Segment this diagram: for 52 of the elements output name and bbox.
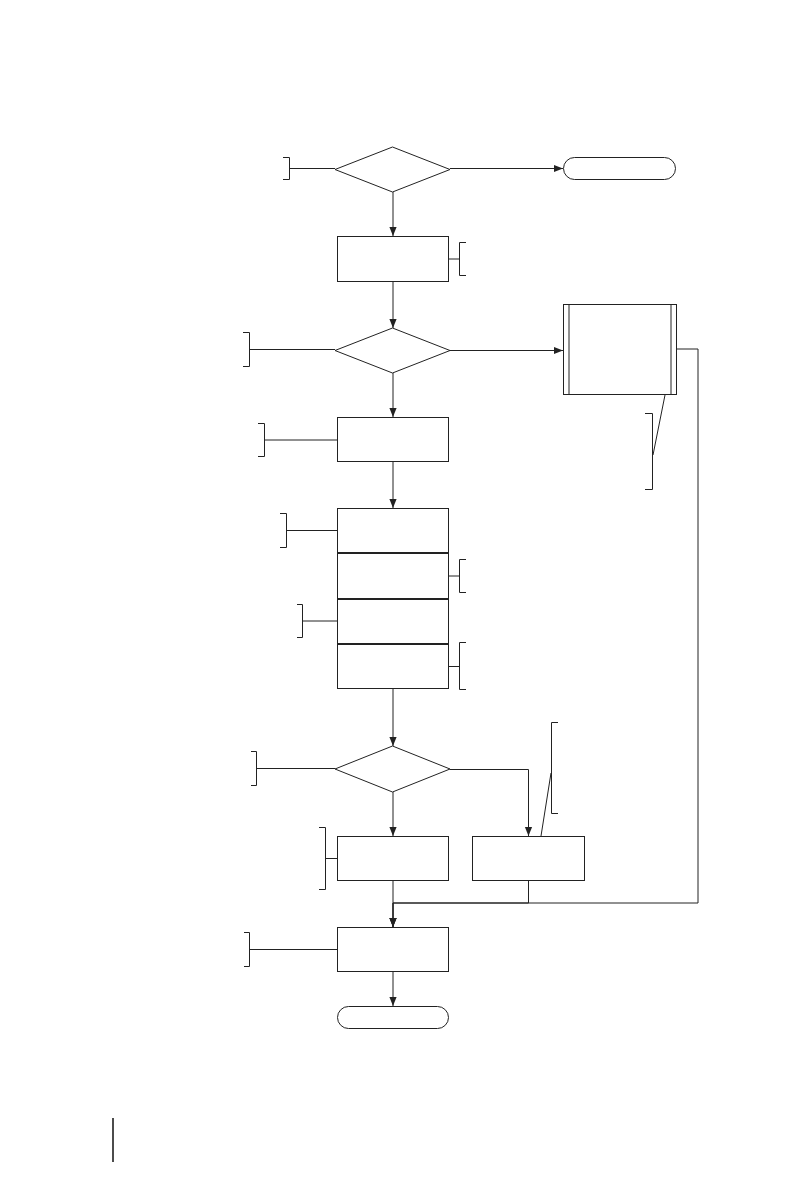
arrow — [389, 791, 397, 837]
annotation-bracket — [645, 413, 653, 490]
leader-line — [540, 772, 552, 837]
process-box — [337, 599, 449, 644]
arrow — [389, 281, 397, 329]
decision-diamond — [335, 746, 450, 792]
leader-line — [302, 620, 338, 622]
terminator-pill — [563, 157, 676, 180]
process-box — [337, 553, 449, 599]
process-box — [337, 836, 449, 881]
arrow — [389, 688, 397, 747]
process-box — [337, 236, 449, 282]
annotation-bracket — [297, 604, 303, 638]
arrow — [389, 191, 397, 237]
leader-line — [448, 258, 460, 260]
leader-line — [256, 768, 336, 769]
process-box — [472, 836, 585, 881]
process-box — [337, 417, 449, 462]
annotation-bracket — [243, 332, 250, 367]
process-box — [337, 927, 449, 972]
leader-line — [325, 858, 338, 859]
leader-line — [286, 530, 338, 531]
annotation-bracket — [283, 157, 290, 180]
annotation-bracket — [459, 642, 466, 690]
arrow — [389, 971, 397, 1007]
arrow — [389, 461, 397, 509]
arrow — [449, 164, 564, 173]
annotation-bracket — [258, 423, 265, 457]
leader-line — [448, 575, 460, 577]
decision-diamond — [335, 147, 450, 192]
annotation-bracket — [459, 559, 466, 593]
process-box — [337, 644, 449, 689]
leader-line — [652, 394, 666, 456]
annotation-bracket — [280, 513, 287, 548]
terminator-pill — [337, 1006, 449, 1029]
predefined-process-box — [563, 304, 677, 395]
annotation-bracket — [244, 932, 250, 967]
leader-line — [249, 349, 336, 350]
annotation-bracket — [551, 722, 558, 814]
leader-line — [448, 666, 460, 667]
leader-line — [249, 949, 338, 950]
annotation-bracket — [459, 242, 466, 276]
annotation-bracket — [251, 751, 257, 786]
arrow — [449, 346, 564, 355]
process-box — [337, 508, 449, 553]
annotation-bracket — [319, 827, 326, 890]
leader-line — [264, 439, 338, 441]
leader-line — [289, 168, 336, 169]
decision-diamond — [335, 328, 450, 373]
arrow — [389, 372, 397, 418]
arrow — [449, 769, 533, 837]
arrow — [389, 348, 699, 928]
